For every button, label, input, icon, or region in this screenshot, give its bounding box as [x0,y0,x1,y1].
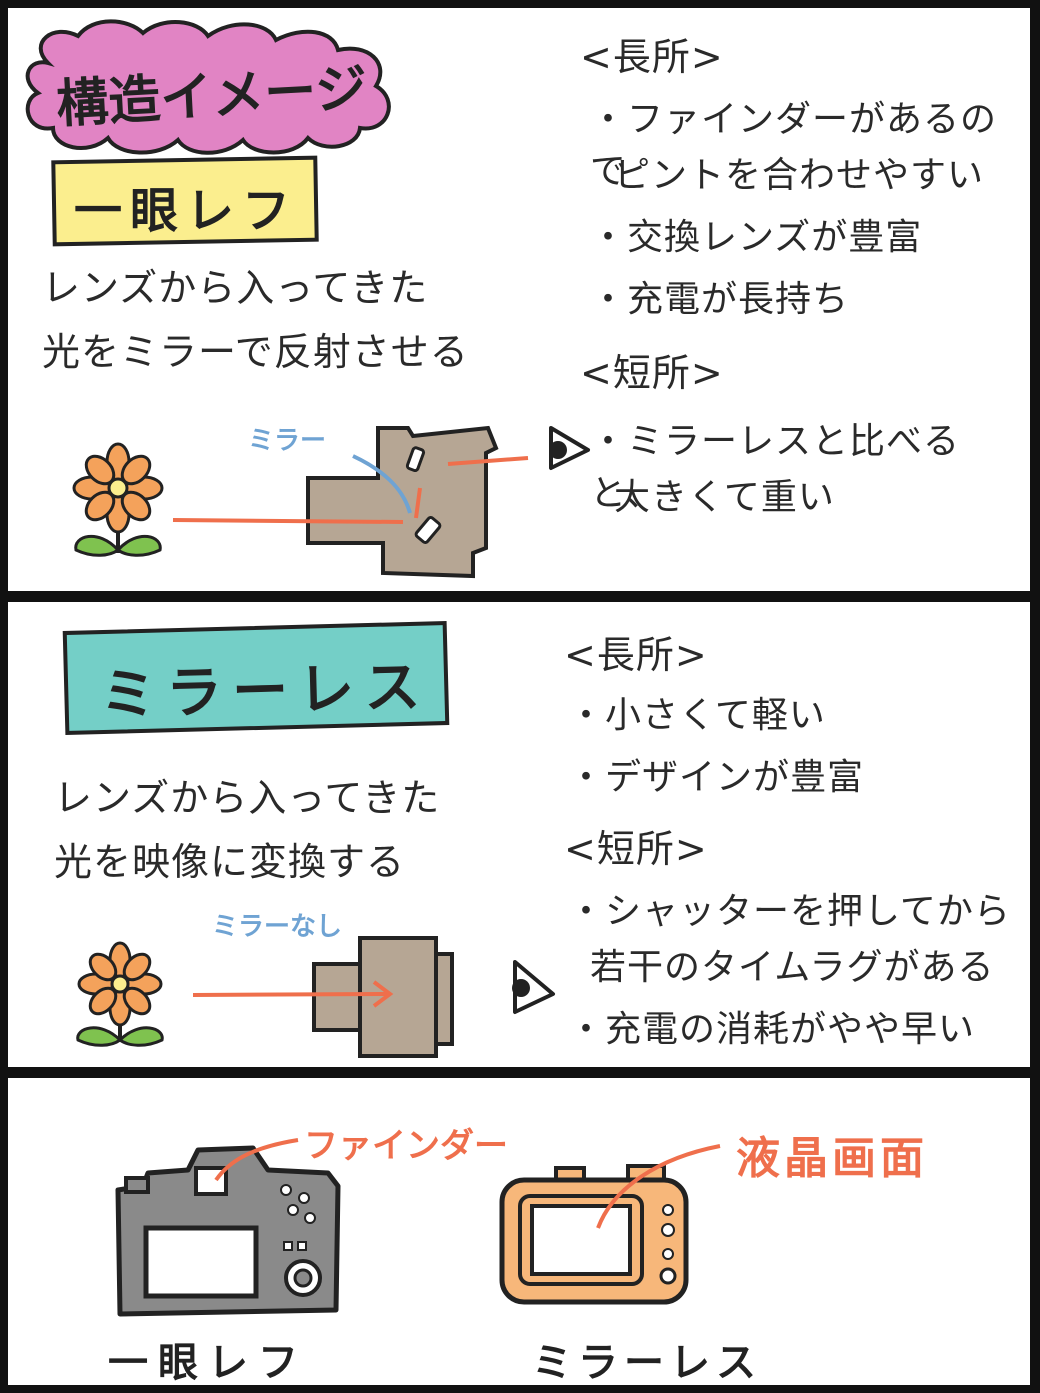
desc-line: レンズから入ってきた [42,266,429,310]
title-box [62,620,450,736]
dslr-camera-icon [115,1145,341,1317]
cons-item: ・ミラーレスと比べると、 [590,421,961,514]
prism-piece [405,446,426,473]
camera-back-illustration [115,1138,721,1317]
light-out [447,456,529,466]
cons-heading: <短所> [580,351,724,395]
cons-item: ・充電の消耗がやや早い [568,1009,976,1050]
mirror-pointer [352,454,412,514]
body-section [358,936,438,1058]
dslr-description: レンズから入ってきた 光をミラーで反射させる [42,256,469,384]
dslr-title: 一眼レフ [74,183,299,239]
pros-item: ・ファインダーがあるので [590,99,998,192]
lcd-screen [143,1225,259,1299]
mirror-piece [414,516,442,544]
dslr-panel: 構造イメージ 一眼レフ レンズから入ってきた 光をミラーで反射させる ミラー <… [8,8,1030,591]
cons-item-cont: 大きくて重い [614,477,835,518]
dslr-illustration [25,19,590,579]
lens-section [312,962,366,1032]
lcd-pointer [596,1144,721,1229]
mirrorless-title: ミラーレス [99,654,431,729]
desc-line: 光を映像に変換する [54,840,406,884]
finder-label: ファインダー [304,1126,508,1166]
pros-item: ・デザインが豊富 [568,757,865,798]
pros-item: ・小さくて軽い [568,695,826,736]
pros-item-cont: ピントを合わせやすい [614,155,985,196]
camera-back-panel: ファインダー 液晶画面 一眼レフ ミラーレス [8,1078,1030,1386]
pros-item: ・交換レンズが豊富 [590,217,923,258]
cons-heading: <短所> [564,827,708,871]
light-in [192,992,389,997]
mirrorless-illustration [62,620,555,1058]
mirror-label: ミラー [248,426,327,456]
light-up [414,487,422,519]
dslr-body-section [306,425,499,579]
light-in [172,518,404,524]
dslr-caption: 一眼レフ [108,1340,308,1386]
cons-item: ・シャッターを押してから [568,891,1011,932]
desc-line: 光をミラーで反射させる [42,330,469,374]
cons-item-cont: 若干のタイムラグがある [590,947,995,988]
flower-icon [72,442,164,557]
title-box [51,155,319,247]
desc-line: レンズから入ってきた [54,776,441,820]
mirrorless-camera-icon [499,1164,689,1305]
finder-pointer [214,1138,299,1182]
nomirror-label: ミラーなし [212,912,343,942]
mirrorless-caption: ミラーレス [532,1340,762,1386]
pros-heading: <長所> [580,35,724,79]
flower-icon [76,941,164,1047]
mirrorless-description: レンズから入ってきた 光を映像に変換する [54,766,440,894]
pros-item: ・充電が長持ち [590,279,850,320]
lcd-label: 液晶画面 [736,1133,928,1184]
pros-heading: <長所> [564,633,708,677]
badge-cloud [25,19,391,155]
mirrorless-panel: ミラーレス レンズから入ってきた 光を映像に変換する ミラーなし <長所> ・小… [8,602,1030,1067]
